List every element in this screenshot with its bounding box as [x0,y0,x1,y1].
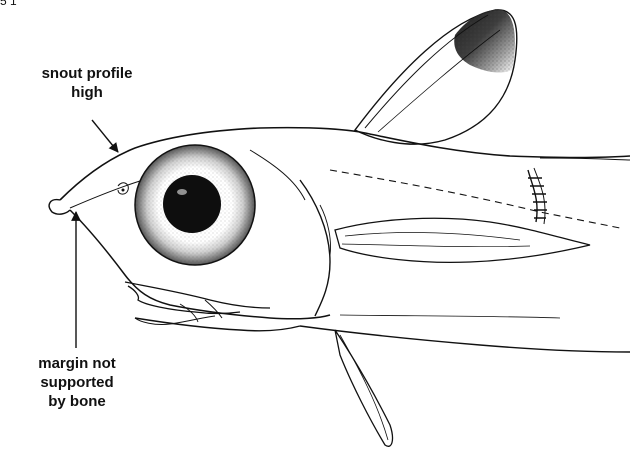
pelvic-fin [335,330,392,446]
head-outline [49,128,630,319]
margin-label-line2: supported [2,373,152,392]
eye [135,145,255,265]
lateral-line [330,170,620,228]
margin-label: margin not supported by bone [2,354,152,411]
scale-band [528,158,630,224]
snout-profile-arrow [92,120,118,152]
jaws [125,282,630,352]
dorsal-fin [355,10,517,144]
pectoral-fin [335,218,590,262]
snout-profile-label: snout profile high [2,64,172,102]
snout-profile-label-line2: high [2,83,172,102]
margin-label-line3: by bone [2,392,152,411]
snout-profile-label-line1: snout profile [2,64,172,83]
margin-label-line1: margin not [2,354,152,373]
